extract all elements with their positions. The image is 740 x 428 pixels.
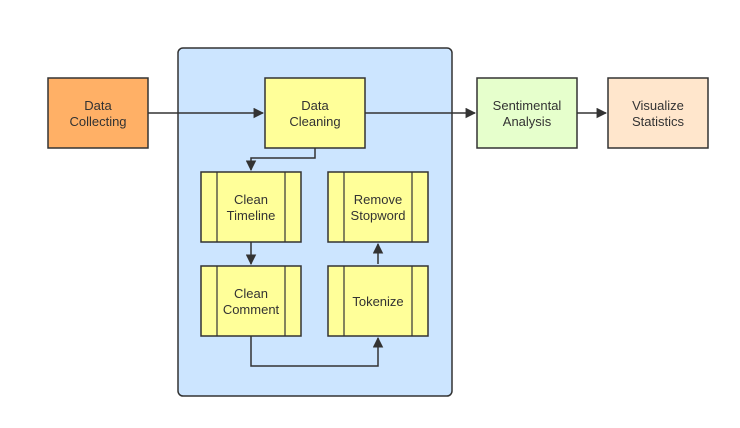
node-clean-timeline-line1: Clean	[234, 192, 268, 207]
node-sentimental-analysis-box	[476, 77, 578, 149]
node-tokenize-box	[327, 265, 429, 337]
node-data-collecting-line2: Collecting	[69, 114, 126, 129]
node-data-cleaning-line1: Data	[301, 98, 329, 113]
node-visualize-statistics-box	[607, 77, 709, 149]
node-clean-comment-line1: Clean	[234, 286, 268, 301]
edge-cleaning-to-timeline	[245, 148, 316, 172]
node-tokenize: Tokenize	[327, 265, 429, 337]
node-clean-comment-line2: Comment	[223, 302, 280, 317]
node-remove-stopword: Remove Stopword	[327, 171, 429, 243]
node-data-cleaning-line2: Cleaning	[289, 114, 340, 129]
node-clean-timeline: Clean Timeline	[200, 171, 302, 243]
node-clean-comment-box	[200, 265, 302, 337]
node-tokenize-line1: Tokenize	[352, 294, 403, 309]
node-clean-comment: Clean Comment	[200, 265, 302, 337]
node-clean-timeline-box	[200, 171, 302, 243]
node-visualize-statistics: Visualize Statistics	[607, 77, 709, 149]
node-remove-stopword-box	[327, 171, 429, 243]
node-data-collecting-box	[47, 77, 149, 149]
node-sentimental-analysis: Sentimental Analysis	[476, 77, 578, 149]
node-sentimental-analysis-line1: Sentimental	[493, 98, 562, 113]
node-remove-stopword-line2: Stopword	[351, 208, 406, 223]
node-data-collecting: Data Collecting	[47, 77, 149, 149]
edge-comment-to-tokenize	[250, 336, 384, 367]
node-data-cleaning-box	[264, 77, 366, 149]
node-clean-timeline-line2: Timeline	[227, 208, 276, 223]
node-visualize-statistics-line2: Statistics	[632, 114, 685, 129]
node-data-collecting-line1: Data	[84, 98, 112, 113]
node-sentimental-analysis-line2: Analysis	[503, 114, 552, 129]
node-visualize-statistics-line1: Visualize	[632, 98, 684, 113]
node-remove-stopword-line1: Remove	[354, 192, 402, 207]
node-data-cleaning: Data Cleaning	[264, 77, 366, 149]
